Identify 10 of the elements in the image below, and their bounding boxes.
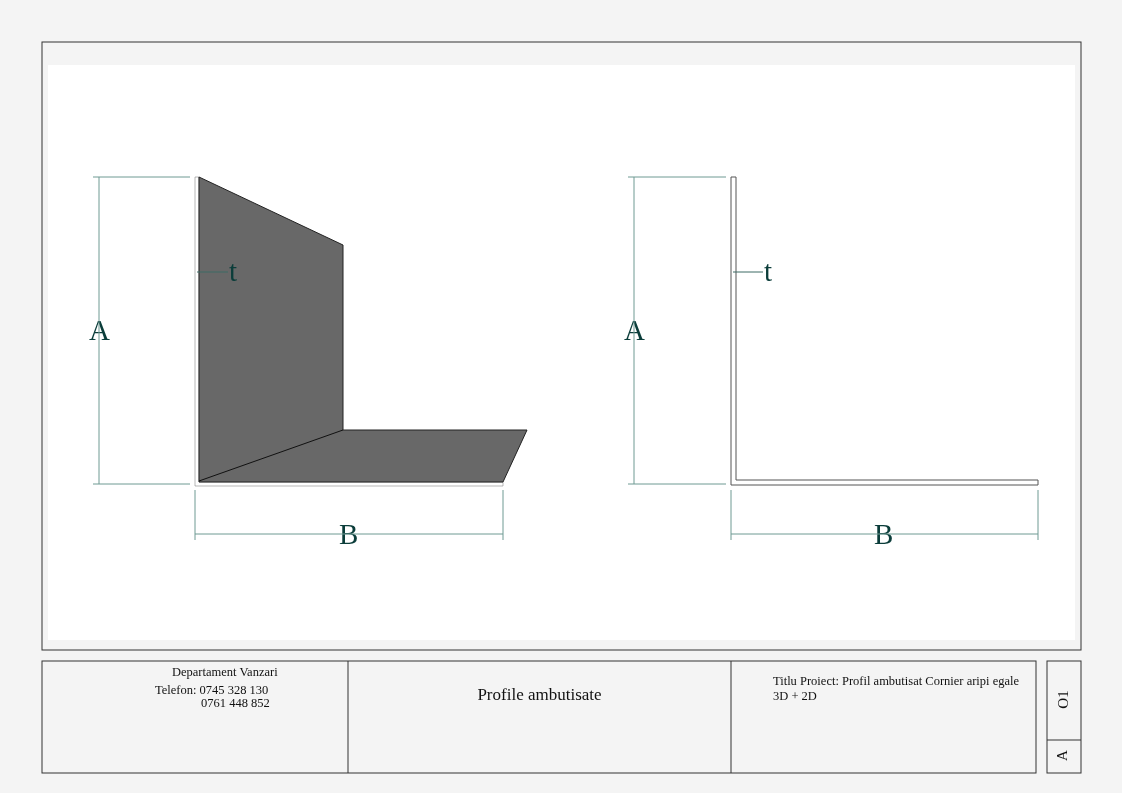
project-title-text: Titlu Proiect: Profil ambutisat Cornier aripi egale 3D + 2D (773, 674, 1021, 704)
sheet-number-text: O1 (1055, 690, 1071, 709)
thickness-label: t (764, 256, 773, 286)
revision-text: A (1054, 750, 1070, 761)
phone-text: 0761 448 852 (201, 696, 270, 711)
phone-text: Telefon: 0745 328 130 (155, 683, 269, 698)
drawing-title: Profile ambutisate (476, 685, 603, 705)
leader-line (732, 271, 764, 273)
department-text: Departament Vanzari (172, 665, 278, 680)
thickness-label: t (229, 256, 238, 286)
